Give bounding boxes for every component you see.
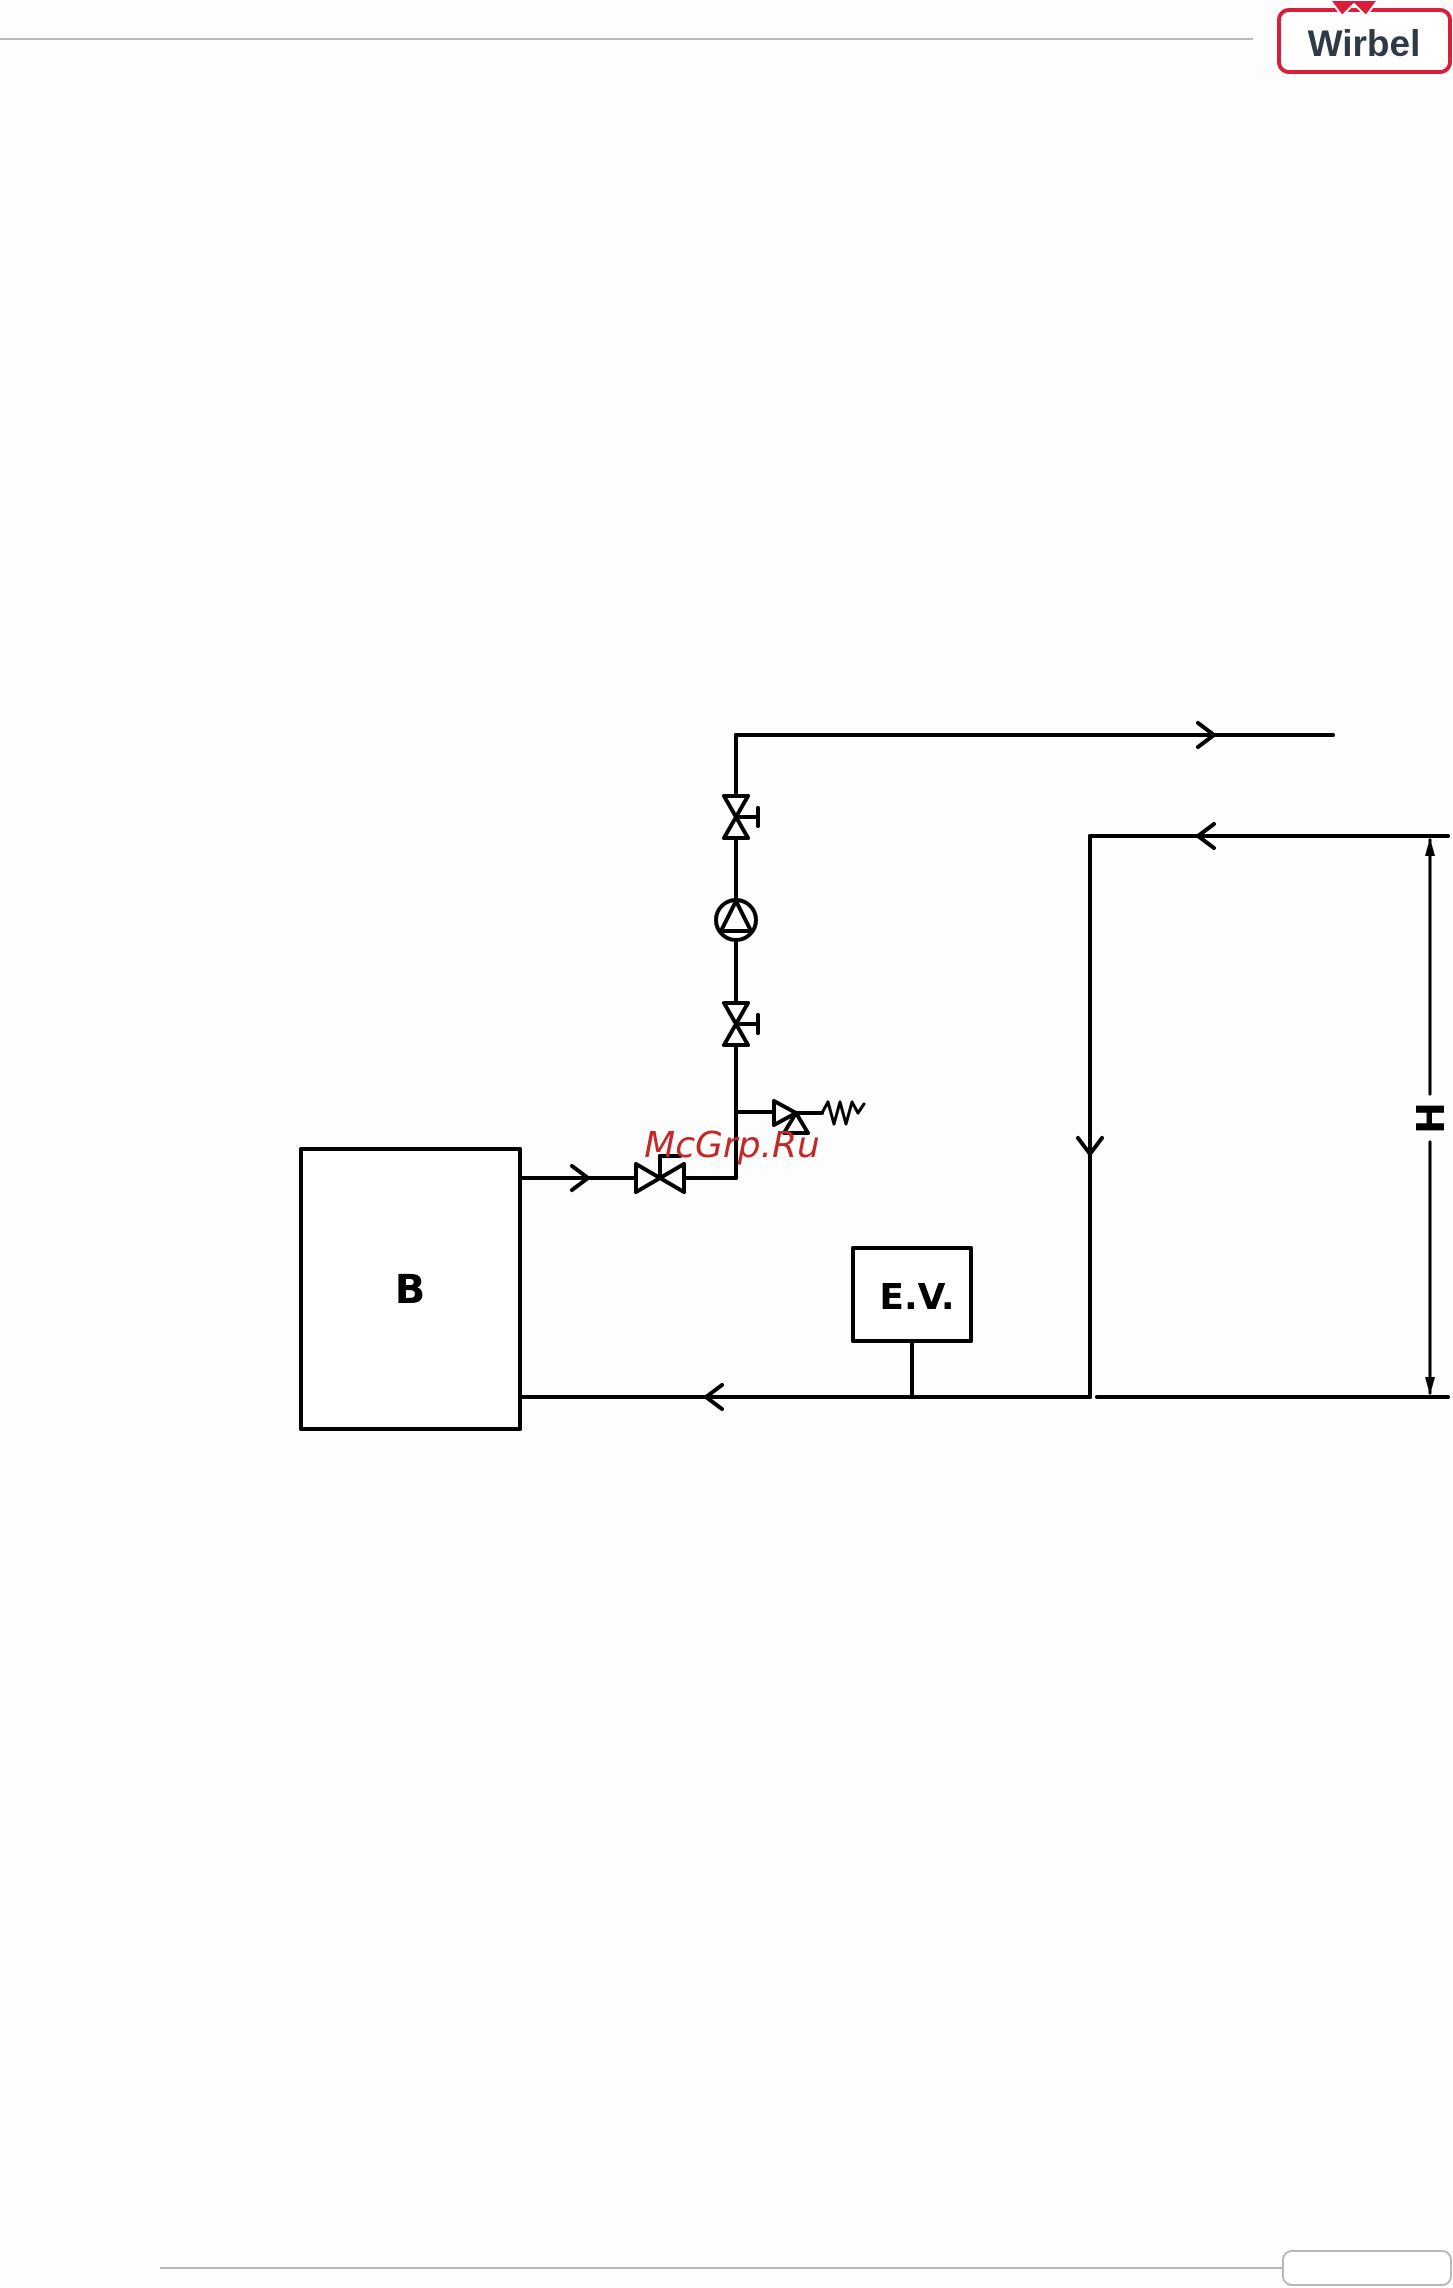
globe-valve-icon — [724, 796, 748, 817]
boiler-label: B — [395, 1267, 426, 1313]
boiler: B — [301, 1149, 520, 1429]
watermark-text: McGrp.Ru — [644, 1125, 820, 1166]
height-dimension: H — [1409, 838, 1453, 1395]
height-label: H — [1409, 1102, 1453, 1134]
expansion-vessel: E.V. — [853, 1248, 971, 1397]
gate-valve-icon — [636, 1164, 660, 1192]
page-number-box — [1283, 2251, 1451, 2285]
logo-text: Wirbel — [1308, 23, 1421, 64]
expansion-vessel-label: E.V. — [879, 1277, 954, 1318]
circulation-pump — [716, 900, 756, 940]
globe-valve-icon — [724, 1003, 748, 1024]
spring-icon — [822, 1102, 864, 1124]
globe-valve-lower — [724, 1003, 758, 1045]
globe-valve-upper — [724, 796, 758, 838]
circulation-pump-icon — [716, 900, 756, 940]
wirbel-logo: Wirbel — [1279, 0, 1450, 72]
